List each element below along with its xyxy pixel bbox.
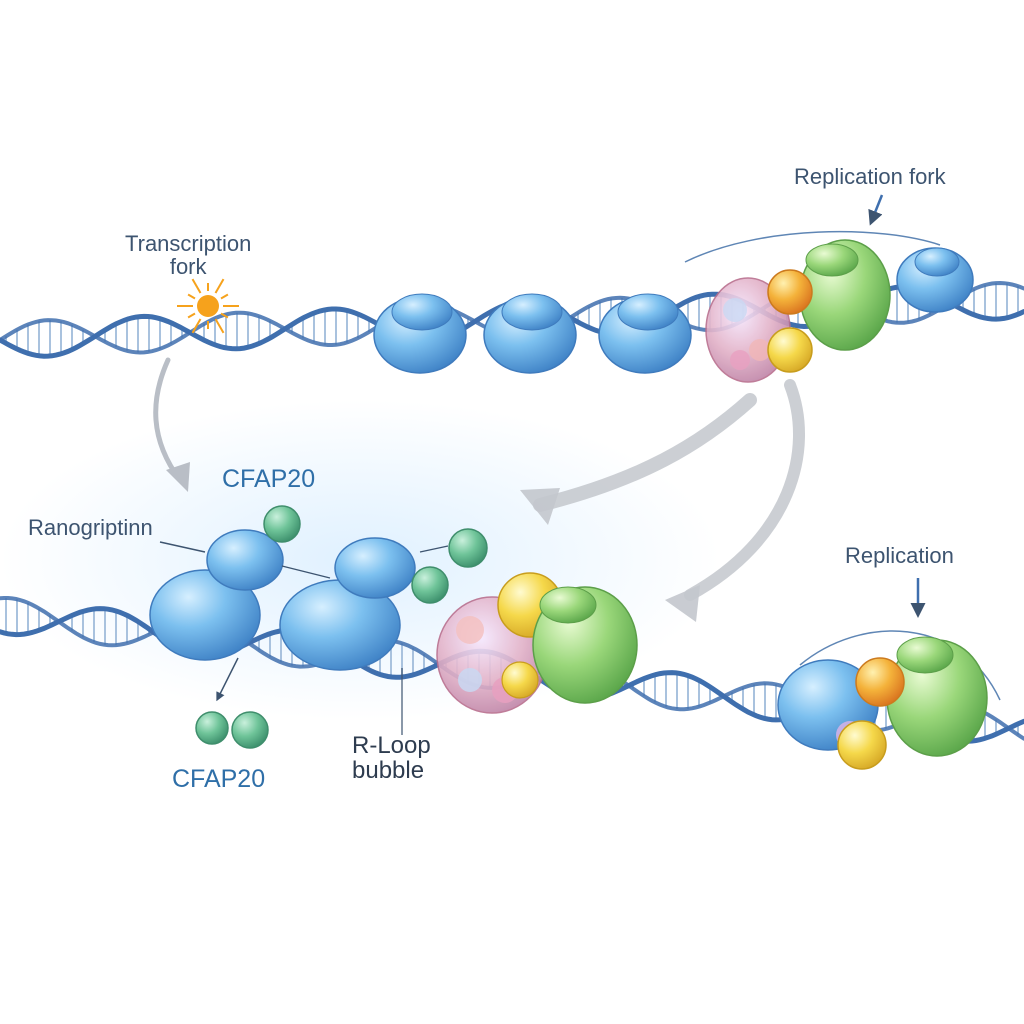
- release-arrow: [216, 657, 239, 702]
- accessory-orange-top: [767, 269, 813, 315]
- cfap20-protein-free-2: [231, 711, 269, 749]
- sun-ray: [191, 278, 202, 294]
- ranogription-leader: [159, 541, 206, 553]
- sun-ray: [191, 318, 202, 334]
- label-cfap20-bottom: CFAP20: [172, 765, 266, 793]
- label-r-loop-bubble: R-Loop bubble: [352, 732, 431, 785]
- nucleosome-top-2: [483, 293, 577, 374]
- sun-ray: [214, 318, 225, 334]
- label-replication: Replication: [845, 543, 954, 568]
- flow-arrow-center-left: [520, 393, 757, 525]
- cfap20-protein-right: [448, 528, 488, 568]
- nucleosome-top-3: [598, 293, 692, 374]
- sun-ray: [187, 312, 196, 319]
- helicase-right: [886, 636, 988, 757]
- sun-ray: [187, 293, 196, 300]
- connector-2: [419, 545, 449, 553]
- replication-fork-pointer: [868, 194, 884, 226]
- transcription-sun-icon: [177, 278, 239, 334]
- flow-arrow-right-down: [665, 379, 806, 622]
- label-replication-fork: Replication fork: [794, 164, 946, 189]
- connector-1: [281, 565, 331, 579]
- sun-core: [197, 295, 219, 317]
- label-cfap20-top: CFAP20: [222, 465, 316, 493]
- rna-polymerase-large: [149, 529, 284, 661]
- accessory-yellow-right: [837, 720, 887, 770]
- sun-ray: [214, 278, 225, 294]
- sun-ray: [220, 312, 229, 319]
- flow-arrow-left-down: [153, 357, 190, 492]
- rna-polymerase-second: [279, 537, 416, 671]
- cfap20-protein-top: [263, 505, 301, 543]
- sun-ray: [220, 293, 229, 300]
- label-ranogription: Ranogriptinn: [28, 515, 153, 540]
- label-transcription-fork: Transcription fork: [125, 231, 252, 280]
- accessory-yellow-top: [767, 327, 813, 373]
- nucleosome-top-1: [373, 293, 467, 374]
- nucleosome-top-4: [896, 247, 974, 313]
- helicase-top: [799, 239, 891, 351]
- replisome-top-outline: [684, 230, 941, 263]
- cfap20-protein-mid: [411, 566, 449, 604]
- accessory-orange-right: [855, 657, 905, 707]
- helicase-collision: [532, 586, 638, 704]
- cfap20-protein-free-1: [195, 711, 229, 745]
